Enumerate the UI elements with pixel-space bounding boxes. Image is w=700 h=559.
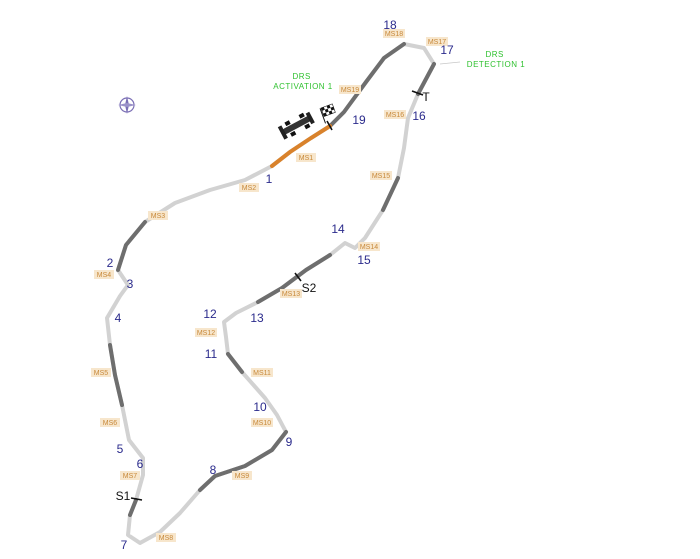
mini-sector-label: MS6 <box>100 418 120 427</box>
corner-label: 2 <box>107 256 114 270</box>
car-icon <box>277 111 315 140</box>
svg-text:MS10: MS10 <box>253 420 271 427</box>
corner-label: 13 <box>250 311 264 325</box>
svg-text:MS8: MS8 <box>159 535 174 542</box>
svg-text:MS2: MS2 <box>242 185 257 192</box>
drs-detection-leader <box>439 61 461 65</box>
sector-label: S2 <box>302 281 317 295</box>
svg-text:MS4: MS4 <box>97 272 112 279</box>
svg-text:MS18: MS18 <box>385 31 403 38</box>
mini-sector-label: MS9 <box>232 471 252 480</box>
corner-label: 4 <box>115 311 122 325</box>
svg-text:MS11: MS11 <box>253 370 271 377</box>
drs-zone <box>270 124 332 168</box>
svg-text:MS6: MS6 <box>103 420 118 427</box>
sector-label: T <box>422 90 430 104</box>
mini-sector-label: MS17 <box>426 37 448 46</box>
svg-text:MS14: MS14 <box>360 244 378 251</box>
drs-detection-label: DRS DETECTION 1 <box>467 50 525 69</box>
chequered-flag-icon <box>319 103 336 124</box>
compass-icon <box>118 96 136 114</box>
corner-label: 9 <box>286 435 293 449</box>
sector-labels: S1 S2 T <box>116 90 431 503</box>
track-dark-segments <box>108 42 436 517</box>
mini-sector-label: MS10 <box>251 418 273 427</box>
corner-label: 15 <box>357 253 371 267</box>
corner-label: 8 <box>210 463 217 477</box>
corner-label: 16 <box>412 109 426 123</box>
mini-sector-label: MS15 <box>370 171 392 180</box>
corner-label: 14 <box>331 222 345 236</box>
mini-sector-label: MS14 <box>358 242 380 251</box>
mini-sector-label: MS11 <box>251 368 273 377</box>
mini-sector-label: MS19 <box>339 85 361 94</box>
mini-sector-label: MS5 <box>91 368 111 377</box>
sector-label: S1 <box>116 489 131 503</box>
corner-labels: 1 2 3 4 5 6 7 8 9 10 11 12 13 14 15 16 1… <box>107 18 454 552</box>
corner-label: 12 <box>203 307 217 321</box>
corner-label: 17 <box>440 43 454 57</box>
mini-sector-label: MS4 <box>94 270 114 279</box>
mini-sector-label: MS7 <box>120 471 140 480</box>
corner-label: 6 <box>137 457 144 471</box>
mini-sector-label: MS3 <box>148 211 168 220</box>
corner-label: 1 <box>266 172 273 186</box>
mini-sector-label: MS13 <box>280 289 302 298</box>
svg-text:MS19: MS19 <box>341 87 359 94</box>
drs-activation-label: DRS ACTIVATION 1 <box>273 72 333 91</box>
mini-sector-label: MS16 <box>384 110 406 119</box>
svg-text:MS7: MS7 <box>123 473 138 480</box>
svg-text:MS1: MS1 <box>299 155 314 162</box>
corner-label: 5 <box>117 442 124 456</box>
svg-text:MS9: MS9 <box>235 473 250 480</box>
mini-sector-label: MS12 <box>195 328 217 337</box>
mini-sector-label: MS2 <box>239 183 259 192</box>
corner-label: 11 <box>205 347 218 361</box>
mini-sector-label: MS1 <box>296 153 316 162</box>
mini-sector-labels: MS1 MS2 MS3 MS4 MS5 MS6 MS7 MS8 MS9 MS10… <box>91 29 448 542</box>
svg-text:MS13: MS13 <box>282 291 300 298</box>
svg-text:MS16: MS16 <box>386 112 404 119</box>
corner-label: 18 <box>383 18 397 32</box>
svg-text:MS12: MS12 <box>197 330 215 337</box>
corner-label: 3 <box>127 277 134 291</box>
corner-label: 7 <box>121 538 128 552</box>
corner-label: 10 <box>253 400 267 414</box>
svg-text:MS17: MS17 <box>428 39 446 46</box>
mini-sector-label: MS18 <box>383 29 405 38</box>
svg-text:MS3: MS3 <box>151 213 166 220</box>
mini-sector-label: MS8 <box>156 533 176 542</box>
corner-label: 19 <box>352 113 366 127</box>
sector-markers <box>130 90 424 501</box>
svg-text:MS5: MS5 <box>94 370 109 377</box>
svg-text:MS15: MS15 <box>372 173 390 180</box>
